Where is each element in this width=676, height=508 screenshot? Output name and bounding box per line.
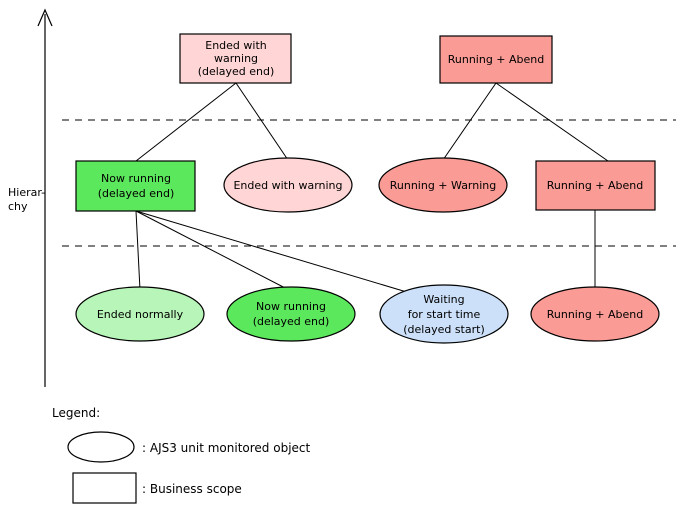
node-label-line-1: Running + Abend [448, 53, 545, 66]
legend-rect-icon [72, 472, 137, 504]
legend-rect-label: : Business scope [142, 482, 242, 496]
legend-title: Legend: [52, 406, 100, 420]
edge-ended-with-warning-to-now-running [135, 82, 237, 162]
node-label-line-1: Now running [101, 172, 171, 185]
node-label-line-1: Waiting [423, 293, 464, 306]
node-label-line-1: Running + Abend [547, 179, 644, 192]
node-label-line-1: Ended normally [97, 308, 184, 321]
node-shape-rect [439, 35, 553, 84]
legend-item-ellipse: : AJS3 unit monitored object [67, 431, 311, 463]
hierarchy-axis-label-line2: chy [8, 200, 28, 213]
node-shape-ellipse [75, 286, 205, 342]
node-ended-with-warning-ellipse[interactable]: Ended with warning [223, 157, 353, 213]
legend-item-rect: : Business scope [72, 472, 242, 504]
node-shape-ellipse [379, 284, 509, 344]
node-ended-with-warning-delayed-end[interactable]: Ended with warning (delayed end) [179, 33, 292, 84]
node-label-line-1: Now running [256, 300, 326, 313]
node-running-abend-box-middle[interactable]: Running + Abend [535, 160, 656, 211]
node-shape-rect [179, 33, 292, 84]
node-running-abend-top[interactable]: Running + Abend [439, 35, 553, 84]
node-label-line-3: (delayed end) [198, 65, 275, 78]
edge-now-running-to-ended-normally [135, 210, 141, 291]
node-shape-rect [75, 160, 196, 212]
node-shape-ellipse [226, 286, 356, 342]
node-label-line-2: (delayed end) [98, 187, 175, 200]
node-shape-ellipse [530, 286, 660, 342]
node-label-line-1: Ended with [205, 39, 267, 52]
legend: Legend: : AJS3 unit monitored object : B… [52, 406, 311, 504]
node-label-line-1: Running + Warning [390, 179, 497, 192]
node-now-running-delayed-end-box[interactable]: Now running (delayed end) [75, 160, 196, 212]
edge-ended-with-warning-to-ended-with-warning-ellipse [235, 82, 289, 161]
edge-now-running-to-waiting-for-start-time [135, 210, 421, 297]
hierarchy-axis-label-line1: Hierar- [8, 186, 45, 199]
edge-running-abend-to-running-warning [442, 82, 497, 161]
node-shape-rect [535, 160, 656, 211]
node-shape-ellipse [378, 157, 508, 213]
node-label-line-2: for start time [408, 308, 481, 321]
node-running-abend-ellipse-bottom[interactable]: Running + Abend [530, 286, 660, 342]
legend-ellipse-icon [67, 431, 135, 463]
edge-now-running-to-now-running-ellipse [135, 210, 292, 292]
edge-group [135, 82, 609, 297]
node-now-running-delayed-end-ellipse[interactable]: Now running (delayed end) [226, 286, 356, 342]
node-label-line-2: (delayed end) [253, 315, 330, 328]
node-waiting-for-start-time-ellipse[interactable]: Waiting for start time (delayed start) [379, 284, 509, 344]
node-running-warning-ellipse[interactable]: Running + Warning [378, 157, 508, 213]
node-shape-ellipse [223, 157, 353, 213]
node-label-line-3: (delayed start) [403, 323, 485, 336]
hierarchy-axis [37, 8, 53, 387]
node-ended-normally-ellipse[interactable]: Ended normally [75, 286, 205, 342]
edge-running-abend-to-running-abend-box [495, 82, 609, 162]
legend-ellipse-label: : AJS3 unit monitored object [142, 441, 311, 455]
node-label-line-2: warning [214, 52, 258, 65]
node-label-line-1: Ended with warning [233, 179, 342, 192]
node-label-line-1: Running + Abend [547, 308, 644, 321]
